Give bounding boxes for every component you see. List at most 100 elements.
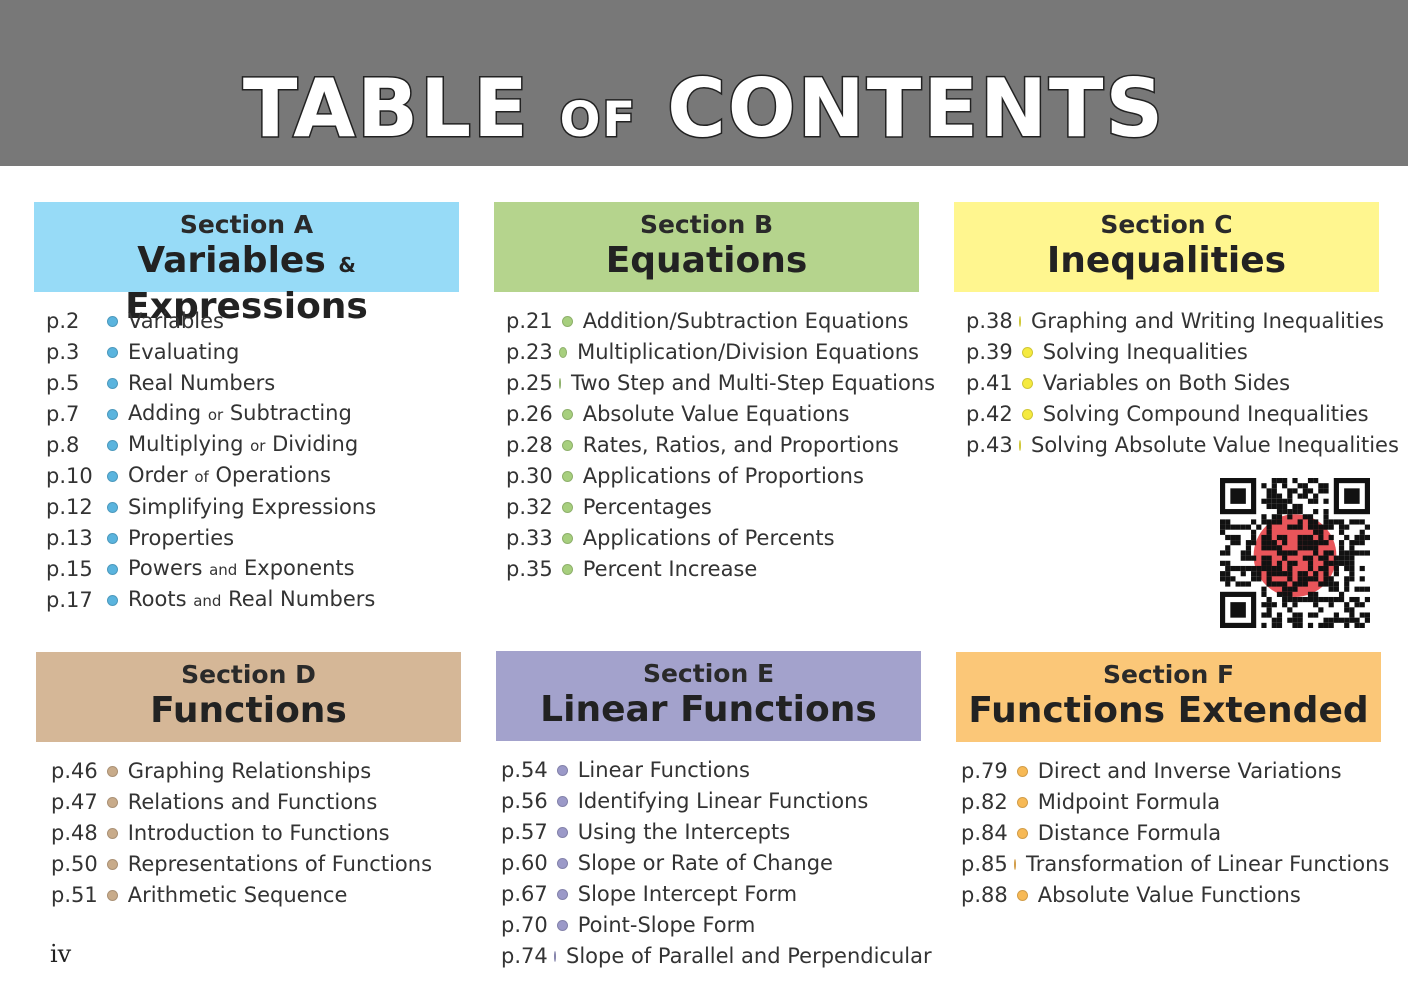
section-header: Section C Inequalities	[954, 202, 1379, 292]
qr-module	[1307, 478, 1314, 484]
qr-module	[1344, 550, 1350, 556]
qr-module	[1287, 524, 1293, 530]
qr-module	[1323, 576, 1329, 582]
page-ref: p.54	[501, 758, 548, 782]
qr-module	[1271, 622, 1277, 628]
qr-module	[1225, 519, 1231, 525]
page-ref: p.67	[501, 882, 548, 906]
qr-module	[1225, 581, 1231, 587]
qr-module	[1318, 540, 1324, 546]
qr-module	[1313, 529, 1319, 535]
title-word-contents: CONTENTS	[666, 61, 1166, 157]
qr-module	[1225, 534, 1231, 541]
qr-module	[1338, 529, 1345, 535]
qr-module	[1276, 514, 1283, 520]
qr-module	[1297, 581, 1303, 587]
qr-module	[1307, 560, 1314, 566]
qr-module	[1266, 602, 1272, 608]
qr-finder	[1230, 602, 1246, 618]
title-word-of: OF	[558, 91, 638, 150]
qr-module	[1282, 591, 1288, 597]
qr-module	[1307, 612, 1314, 618]
toc-entry[interactable]: p.67 Slope Intercept Form	[501, 879, 921, 910]
qr-module	[1318, 488, 1324, 494]
qr-module	[1328, 596, 1334, 603]
bullet-icon	[107, 347, 118, 358]
qr-module	[1359, 534, 1365, 541]
qr-module	[1287, 596, 1293, 603]
qr-module	[1328, 576, 1334, 582]
qr-module	[1323, 514, 1329, 520]
qr-module	[1297, 540, 1303, 546]
qr-module	[1251, 571, 1257, 577]
entry-title: Slope or Rate of Change	[577, 851, 833, 875]
qr-module	[1333, 555, 1339, 561]
qr-code[interactable]	[1220, 478, 1370, 628]
qr-module	[1271, 545, 1277, 551]
qr-module	[1297, 503, 1303, 510]
bullet-icon	[107, 378, 118, 389]
qr-module	[1323, 622, 1329, 628]
qr-module	[1313, 596, 1319, 603]
qr-module	[1245, 550, 1252, 556]
entry-title: Arithmetic Sequence	[127, 883, 348, 907]
qr-module	[1302, 596, 1308, 603]
entry-title: Properties	[128, 526, 235, 550]
entry-title: Percent Increase	[582, 557, 758, 581]
qr-module	[1302, 576, 1308, 582]
page-ref: p.30	[506, 464, 553, 488]
qr-module	[1220, 571, 1226, 577]
qr-module	[1354, 550, 1360, 556]
qr-module	[1230, 524, 1236, 530]
qr-module	[1297, 576, 1303, 582]
qr-module	[1323, 596, 1329, 603]
qr-module	[1245, 555, 1252, 561]
entry-title: Slope Intercept Form	[577, 882, 798, 906]
qr-module	[1282, 581, 1288, 587]
entry-title: Absolute Value Equations	[582, 402, 850, 426]
section-name: Functions Extended	[956, 690, 1381, 732]
bullet-icon	[556, 765, 568, 776]
entry-title: Introduction to Functions	[127, 821, 390, 845]
